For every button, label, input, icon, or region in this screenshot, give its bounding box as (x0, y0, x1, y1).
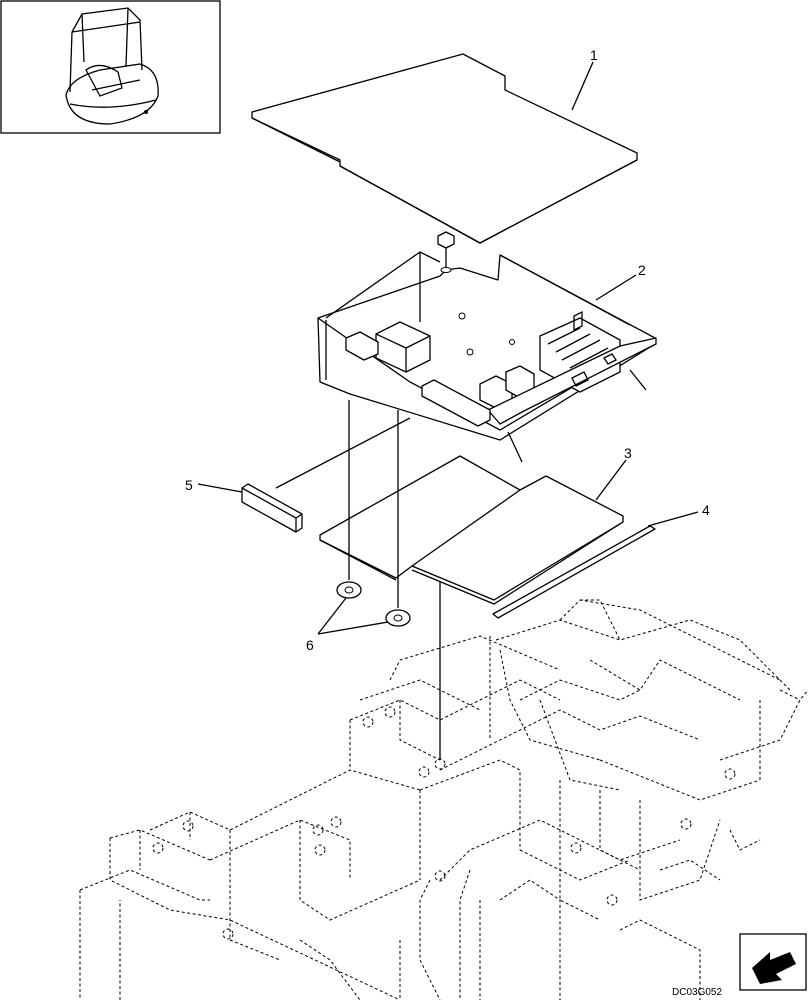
part-3-plate (319, 455, 624, 605)
callout-5: 5 (185, 477, 193, 493)
callout-4: 4 (702, 502, 710, 518)
orientation-arrow-icon (739, 933, 807, 991)
part-5-block (241, 483, 303, 533)
callout-2: 2 (638, 262, 646, 278)
alignment-lines (275, 369, 647, 760)
part-1-cover (251, 53, 638, 244)
callout-leaders (197, 61, 699, 635)
part-4-strip (492, 525, 656, 619)
callout-1: 1 (590, 47, 598, 63)
machine-frame-dashed (79, 599, 809, 1000)
machine-inset-icon (0, 0, 221, 134)
callout-6: 6 (306, 637, 314, 653)
part-6-washers (336, 581, 411, 627)
drawing-code: DC03G052 (672, 987, 722, 998)
part-2-tray (317, 251, 657, 441)
bolt-icon (437, 231, 455, 273)
callout-3: 3 (624, 445, 632, 461)
